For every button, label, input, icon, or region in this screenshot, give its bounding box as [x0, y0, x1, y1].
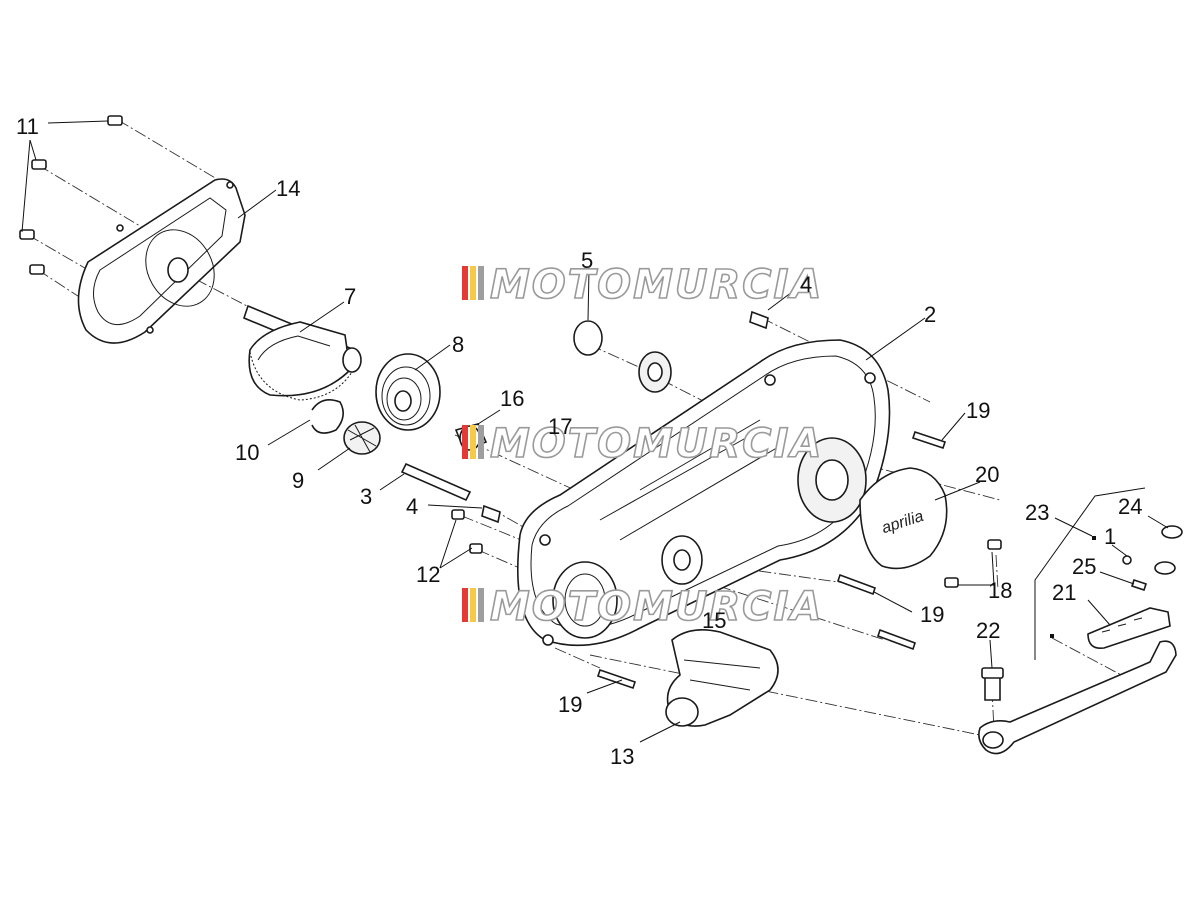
- part-cover-cap: aprilia: [859, 467, 948, 570]
- callout-19c: 19: [558, 692, 582, 717]
- callout-9: 9: [292, 468, 304, 493]
- part-transmission-cover: [517, 339, 891, 647]
- callout-12: 12: [416, 562, 440, 587]
- callout-19a: 19: [966, 398, 990, 423]
- part-inner-cover-plate: [77, 178, 246, 344]
- callout-19b: 19: [920, 602, 944, 627]
- watermark-bottom: MOTOMURCIA: [462, 583, 823, 631]
- part-circlip: [573, 320, 603, 356]
- part-dowel-4b: [481, 504, 501, 524]
- callout-11: 11: [16, 114, 39, 139]
- callout-22: 22: [976, 618, 1000, 643]
- callout-4a: 4: [800, 272, 812, 297]
- callout-17: 17: [548, 414, 572, 439]
- callout-14: 14: [276, 176, 300, 201]
- part-clip: [311, 399, 344, 434]
- part-screws-12: [451, 509, 483, 554]
- callout-3: 3: [360, 484, 372, 509]
- watermark-text: MOTOMURCIA: [490, 584, 823, 630]
- part-screws-19: [596, 430, 947, 690]
- part-screws-11: [19, 115, 123, 275]
- part-air-duct: [665, 629, 779, 727]
- watermark-middle: MOTOMURCIA: [462, 420, 823, 468]
- callout-15: 15: [702, 608, 726, 633]
- callout-10: 10: [235, 440, 259, 465]
- callout-8: 8: [452, 332, 464, 357]
- callout-24: 24: [1118, 494, 1142, 519]
- callout-25: 25: [1072, 554, 1096, 579]
- callout-1: 1: [1104, 524, 1116, 549]
- part-bearing: [638, 351, 672, 393]
- leader-lines: [21, 120, 1169, 743]
- kick-lever-group: [978, 487, 1183, 755]
- watermark-top: MOTOMURCIA: [462, 261, 823, 309]
- watermark-text: MOTOMURCIA: [490, 421, 823, 467]
- part-dowel-4a: [749, 310, 769, 330]
- callout-13: 13: [610, 744, 634, 769]
- part-screws-18: [944, 539, 1002, 588]
- callout-5: 5: [581, 248, 593, 273]
- callout-20: 20: [975, 462, 999, 487]
- watermark-text: MOTOMURCIA: [490, 262, 823, 308]
- callout-21: 21: [1052, 580, 1076, 605]
- part-pin: [400, 462, 472, 502]
- callout-23: 23: [1025, 500, 1049, 525]
- callout-16: 16: [500, 386, 524, 411]
- callout-2: 2: [924, 302, 936, 327]
- part-return-spring: [375, 353, 441, 431]
- part-pinion-gear: [343, 421, 381, 455]
- callout-18: 18: [988, 578, 1012, 603]
- callout-labels: 11 14 7 8 5 4 2 16 17 19 20 10 9 3 4 12 …: [16, 114, 1142, 769]
- part-kickstart-shaft: [243, 304, 362, 401]
- callout-4b: 4: [406, 494, 418, 519]
- callout-7: 7: [344, 284, 356, 309]
